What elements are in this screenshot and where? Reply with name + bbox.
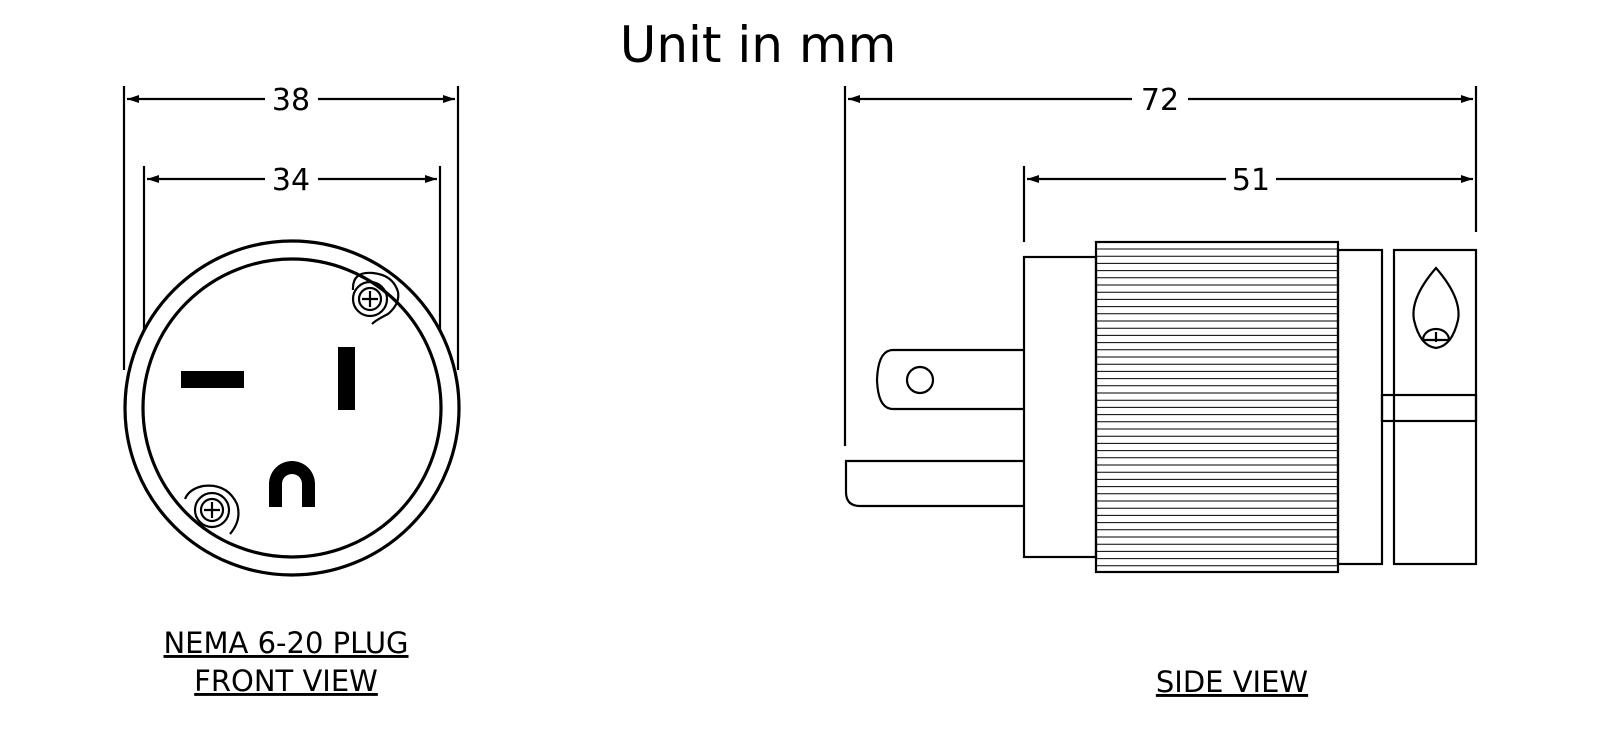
grip-ribs [1096,248,1338,567]
front-view-label-line1: NEMA 6-20 PLUG [163,626,408,660]
plug-outer-rim [123,239,461,577]
front-view-label-line2: FRONT VIEW [194,664,378,698]
ground-pin-slot [269,461,315,507]
clamp-screw-head [1421,327,1451,342]
drawing-title: Unit in mm [620,16,897,74]
front-view: 38 34 NEMA 6-20 [122,83,461,698]
dimension-body-length: 51 [1027,163,1473,198]
blade-hole [905,365,935,395]
dimension-text: 38 [272,83,310,118]
horizontal-blade-slot [181,371,244,388]
ground-pin [844,459,1024,508]
rear-ring [1336,248,1384,566]
dimension-text: 51 [1232,163,1270,198]
dimension-outer-diameter: 38 [127,83,455,118]
dimension-overall-length: 72 [848,83,1473,118]
side-view: 72 51 SIDE VIEW [843,83,1478,699]
clamp-band [1380,393,1478,423]
cord-clamp [1392,248,1478,566]
screw-top-right [351,271,400,325]
dimension-text: 34 [272,163,310,198]
vertical-blade-slot [338,347,355,410]
power-blade [875,348,1024,411]
plug-inner-face [141,257,443,559]
dimension-inner-diameter: 34 [147,163,437,198]
dimension-text: 72 [1141,83,1179,118]
front-collar [1022,255,1098,559]
side-view-label: SIDE VIEW [1156,665,1308,699]
screw-bottom-left [183,484,240,535]
clamp-screw-slot [1412,266,1460,350]
